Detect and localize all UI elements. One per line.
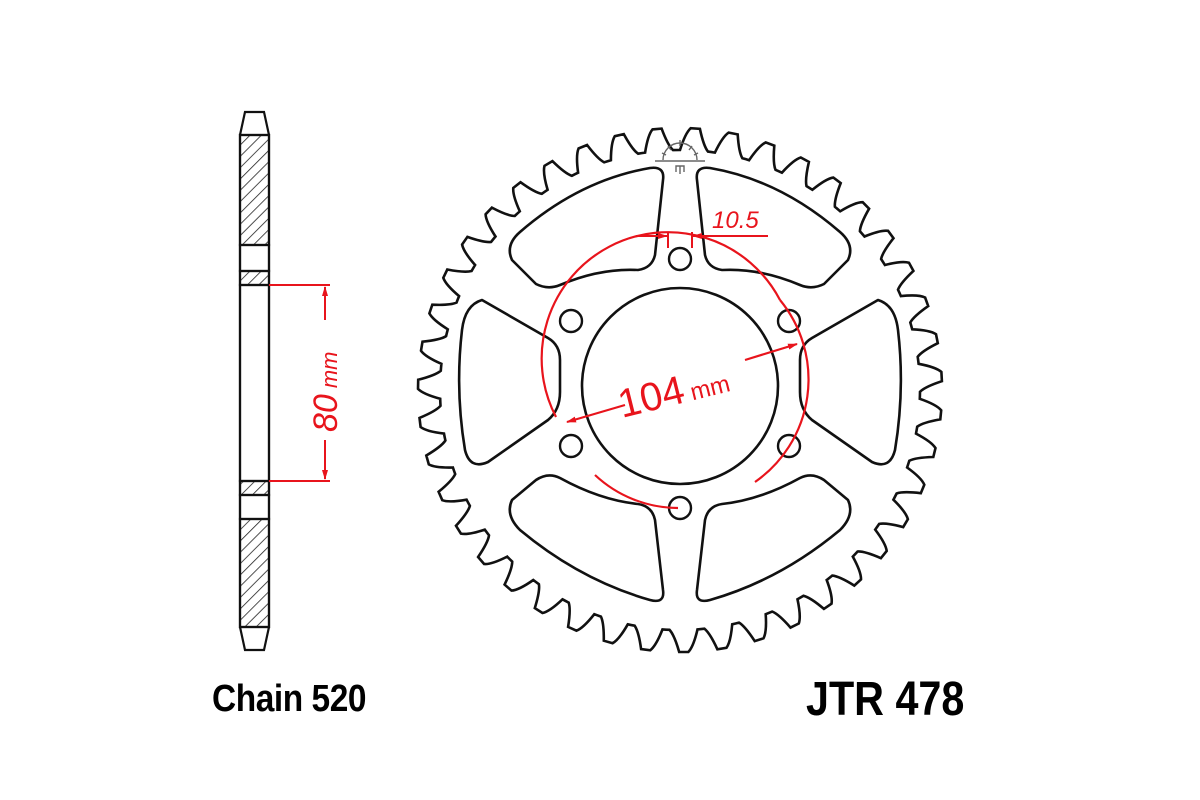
bolt-hole <box>776 308 802 334</box>
bolt-hole <box>667 246 693 272</box>
gear-teeth-outline <box>416 126 944 654</box>
bolt-hole <box>558 308 584 334</box>
chain-size-label: Chain 520 <box>212 678 367 720</box>
bolt-circle-dimension <box>540 231 810 510</box>
hub-spacing-dimension <box>269 284 330 482</box>
brand-logo-icon <box>655 140 705 174</box>
bolt-hole <box>776 433 802 459</box>
side-profile-view <box>238 110 271 652</box>
spoke-windows <box>457 166 903 603</box>
bolt-hole <box>558 433 584 459</box>
center-bore <box>580 286 780 486</box>
bolt-hole-label: 10.5 <box>712 207 759 234</box>
bolt-circle-label: 104mm <box>614 357 734 427</box>
sprocket-front-view <box>416 126 944 654</box>
hub-spacing-label: 80mm <box>307 352 345 432</box>
part-number-label: JTR 478 <box>806 673 965 726</box>
bolt-holes <box>558 246 802 521</box>
bolt-hole-dimension <box>636 232 768 248</box>
